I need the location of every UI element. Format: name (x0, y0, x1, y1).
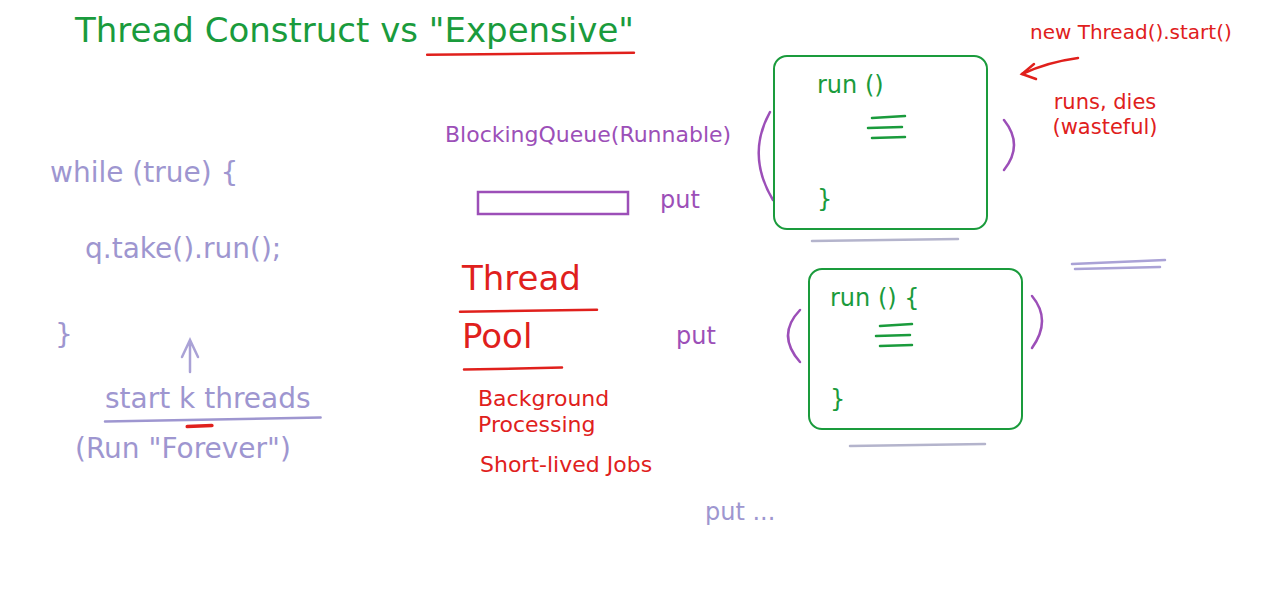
paren (1004, 120, 1014, 170)
code-lines (868, 116, 905, 138)
note: new Thread().start() (1030, 20, 1232, 44)
process-box: run () {} (808, 268, 1023, 430)
underline (427, 53, 634, 55)
underline (812, 239, 958, 241)
note: Background Processing (478, 386, 678, 439)
paren (788, 310, 800, 362)
code-header: run () (817, 71, 884, 100)
action-label: put (676, 322, 716, 351)
caret (182, 340, 198, 372)
action-label: put ... (705, 498, 775, 527)
note: (Run "Forever") (75, 432, 291, 466)
note: Short-lived Jobs (480, 452, 670, 478)
underline (850, 444, 985, 446)
note: runs, dies (wasteful) (1040, 90, 1170, 140)
code-lines (876, 324, 912, 346)
code-line: while (true) { (50, 156, 238, 190)
heading: Thread Pool (462, 250, 612, 366)
queue-label: BlockingQueue(Runnable) (445, 122, 731, 148)
underline (1072, 260, 1165, 269)
paren (1032, 296, 1042, 348)
title: Thread Construct vs "Expensive" (75, 10, 634, 51)
underline (105, 418, 321, 422)
process-box: run ()} (773, 55, 988, 230)
code-brace: } (817, 185, 832, 214)
underline (187, 426, 212, 427)
code-brace: } (830, 385, 845, 414)
action-label: put (660, 186, 700, 215)
arrow-head (1022, 64, 1036, 79)
code-line: } (55, 318, 73, 352)
queue-bar (478, 192, 628, 214)
code-line: q.take().run(); (85, 232, 281, 266)
note: start k threads (105, 382, 311, 416)
code-header: run () { (830, 284, 920, 313)
paren (759, 112, 773, 200)
